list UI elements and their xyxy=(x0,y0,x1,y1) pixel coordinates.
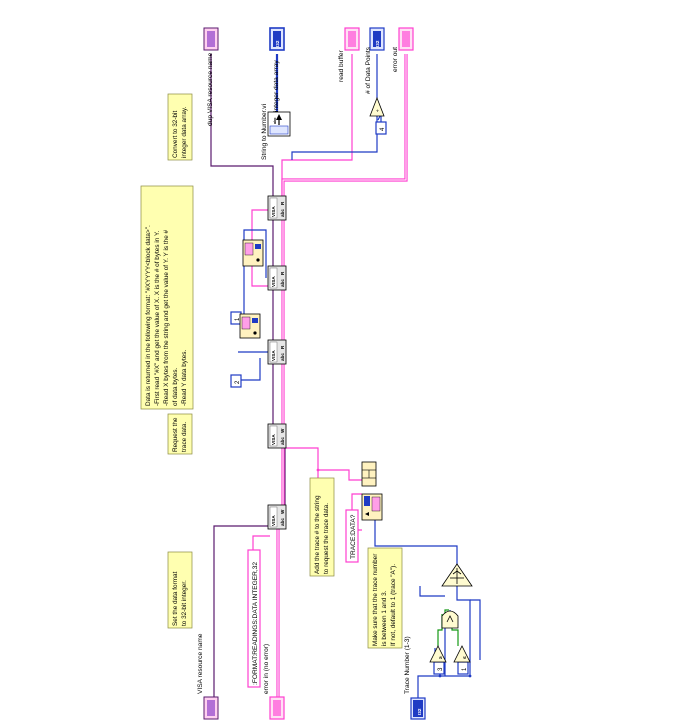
error-in-label: error in (no error) xyxy=(263,644,270,694)
visa-read-data-node[interactable]: VISA R abc xyxy=(267,195,287,221)
read-buffer-out-terminal[interactable]: read buffer xyxy=(338,27,360,82)
comment-request-line2: trace data. xyxy=(181,422,188,452)
le-symbol: ≤ xyxy=(462,656,467,659)
visa-resource-in-terminal[interactable]: VISA resource name xyxy=(197,633,219,720)
comment-set-format: Set the data format to 32-bit integer. xyxy=(167,551,193,629)
comment-add-trace-line2: to request the trace data. xyxy=(323,503,330,574)
comment-range-check: Make sure that the trace number is betwe… xyxy=(367,547,403,649)
comment-convert-line2: integer data array. xyxy=(181,106,188,158)
trace-number-label: Trace Number (1-3) xyxy=(404,636,411,694)
divide-node[interactable]: ÷ xyxy=(369,96,385,117)
less-equal-node[interactable]: ≤ xyxy=(453,645,471,663)
comment-add-trace-line1: Add the trace # to the string xyxy=(314,495,321,574)
numeric-wires xyxy=(238,54,481,716)
decimal-string-to-number-node-2[interactable] xyxy=(242,239,264,267)
visa-write-trace-tag: VISA xyxy=(271,434,276,445)
num-data-points-i32-tag: I32 xyxy=(375,40,380,47)
concatenate-strings-node[interactable] xyxy=(361,461,377,487)
visa-write-trace-letter: W xyxy=(280,428,285,433)
read-count-one-constant[interactable]: 1 xyxy=(230,311,242,325)
trace-command-text: TRACE:DATA? xyxy=(350,514,357,559)
visa-read-data-tag: VISA xyxy=(271,206,276,217)
number-to-string-node[interactable] xyxy=(361,493,383,521)
read-count-one-text: 1 xyxy=(235,317,241,321)
num-data-points-out-terminal[interactable]: I32 # of Data Points xyxy=(365,27,385,94)
divide-symbol: ÷ xyxy=(375,109,380,112)
num-data-points-out-label: # of Data Points xyxy=(365,46,372,94)
visa-read-header-letter: R xyxy=(280,345,285,349)
comment-convert: Convert to 32-bit integer data array. xyxy=(167,93,193,161)
visa-write-format-node[interactable]: VISA W abc xyxy=(267,504,287,530)
comment-data-format: Data is returned in the following format… xyxy=(140,185,194,410)
visa-read-header-node[interactable]: VISA R abc xyxy=(267,339,287,365)
comment-request: Request the trace data. xyxy=(167,413,193,455)
comment-data-format-line3: -Read X bytes from the string and get th… xyxy=(163,229,170,406)
comment-range-line3: If not, default to 1 (trace "A"). xyxy=(390,564,397,646)
comment-convert-line1: Convert to 32-bit xyxy=(172,111,179,158)
divide-by-text: 4 xyxy=(380,127,386,131)
visa-write-format-letter: W xyxy=(280,509,285,514)
visa-write-format-tag: VISA xyxy=(271,515,276,526)
visa-read-header-tag: VISA xyxy=(271,350,276,361)
visa-write-format-abc: abc xyxy=(280,518,285,526)
range-low-constant[interactable]: 3 xyxy=(433,661,445,675)
format-command-text: :FORMAT:READINGS:DATA INTEGER,32 xyxy=(252,562,259,685)
comment-set-format-line1: Set the data format xyxy=(172,571,179,626)
read-count-two-constant[interactable]: 2 xyxy=(230,374,242,388)
range-high-constant[interactable]: 1 xyxy=(457,661,469,675)
visa-read-length-tag: VISA xyxy=(271,276,276,287)
range-low-text: 3 xyxy=(438,667,444,671)
trace-command-constant[interactable]: TRACE:DATA? xyxy=(345,509,359,563)
comment-set-format-line2: to 32-bit integer. xyxy=(181,580,188,626)
error-out-terminal[interactable]: error out xyxy=(392,27,414,72)
visa-read-length-abc: abc xyxy=(280,279,285,287)
select-node[interactable] xyxy=(441,563,473,587)
read-buffer-out-label: read buffer xyxy=(338,49,345,82)
trace-number-i32-tag: I32 xyxy=(417,708,422,715)
visa-read-header-abc: abc xyxy=(280,353,285,361)
greater-equal-node[interactable]: ≥ xyxy=(429,645,447,663)
comment-data-format-line1: Data is returned in the following format… xyxy=(145,225,152,406)
comment-range-line1: Make sure that the trace number xyxy=(372,553,379,646)
comment-request-line1: Request the xyxy=(172,417,179,452)
visa-write-trace-node[interactable]: VISA W abc xyxy=(267,423,287,449)
integer-array-i32-tag: I32 xyxy=(275,40,280,47)
trace-number-terminal[interactable]: I32 Trace Number (1-3) xyxy=(404,636,426,720)
range-high-text: 1 xyxy=(462,667,468,671)
decimal-string-to-number-node-1[interactable] xyxy=(239,313,261,339)
string-to-number-abc: abc xyxy=(273,117,277,124)
visa-read-data-abc: abc xyxy=(280,209,285,217)
and-node[interactable] xyxy=(441,610,459,629)
read-count-two-text: 2 xyxy=(235,380,241,384)
visa-resource-in-label: VISA resource name xyxy=(197,633,204,694)
visa-read-data-letter: R xyxy=(280,201,285,205)
wire-junctions xyxy=(316,468,472,678)
string-to-number-subvi[interactable]: abc String to Number.vi xyxy=(261,103,291,160)
ge-symbol: ≥ xyxy=(438,656,443,659)
dup-visa-out-terminal[interactable]: dup VISA resource name xyxy=(203,27,219,126)
comment-data-format-line4: of data bytes. xyxy=(172,367,179,406)
integer-array-out-label: integer data array xyxy=(273,60,280,112)
visa-read-length-letter: R xyxy=(280,271,285,275)
error-in-terminal[interactable]: error in (no error) xyxy=(263,644,285,720)
format-command-constant[interactable]: :FORMAT:READINGS:DATA INTEGER,32 xyxy=(247,549,261,688)
error-out-label: error out xyxy=(392,47,399,72)
visa-read-length-node[interactable]: VISA R abc xyxy=(267,265,287,291)
integer-array-out-terminal[interactable]: I32 integer data array xyxy=(269,27,285,112)
up-arrow-icon xyxy=(276,114,282,120)
comment-data-format-line5: -Read Y data bytes. xyxy=(181,350,188,406)
comment-add-trace: Add the trace # to the string to request… xyxy=(309,477,335,577)
comment-range-line2: is between 1 and 3. xyxy=(381,590,388,646)
comment-data-format-line2: -First read "#X" and get the value of X.… xyxy=(154,231,161,406)
string-to-number-label: String to Number.vi xyxy=(261,103,268,160)
visa-write-trace-abc: abc xyxy=(280,437,285,445)
divide-by-constant[interactable]: 4 xyxy=(375,121,387,135)
dup-visa-out-label: dup VISA resource name xyxy=(207,52,214,126)
